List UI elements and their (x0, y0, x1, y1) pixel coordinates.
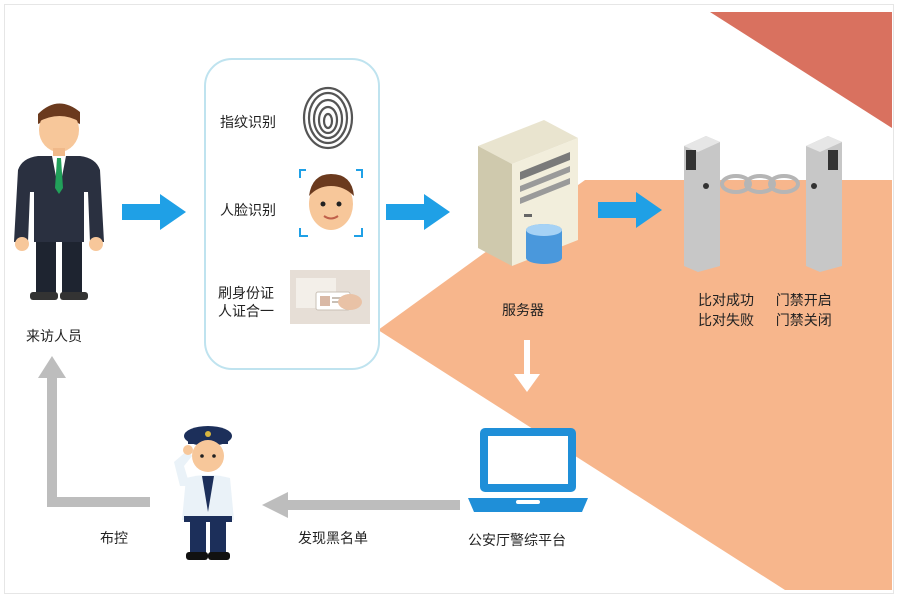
idcard-photo-icon (290, 270, 370, 324)
fingerprint-label: 指纹识别 (220, 114, 276, 130)
arrow-right-icon (122, 194, 186, 230)
arrow-right-icon (598, 192, 662, 228)
turnstile-gate-icon (684, 136, 842, 272)
compare-fail-text: 比对失败 (698, 312, 754, 328)
arrow-left-icon (262, 492, 460, 518)
arrow-down-icon (514, 340, 540, 392)
gate-status: 比对成功 门禁开启 比对失败 门禁关闭 (698, 290, 832, 330)
visitor-label: 来访人员 (26, 328, 82, 344)
idcard-label-line2: 人证合一 (218, 303, 274, 319)
blacklist-label: 发现黑名单 (298, 530, 368, 546)
server-label: 服务器 (502, 302, 544, 318)
face-label: 人脸识别 (220, 202, 276, 218)
arrow-right-icon (386, 194, 450, 230)
control-label: 布控 (100, 530, 128, 546)
peach-band (378, 180, 892, 590)
return-arrow-icon (38, 356, 150, 507)
gate-close-text: 门禁关闭 (775, 312, 832, 328)
idcard-label-line1: 刷身份证 (218, 285, 274, 301)
platform-label: 公安厅警综平台 (468, 532, 566, 548)
police-officer-icon (174, 426, 234, 560)
salmon-triangle (710, 12, 892, 128)
server-icon (478, 120, 578, 266)
gate-success-row: 比对成功 门禁开启 (698, 290, 832, 310)
gate-fail-row: 比对失败 门禁关闭 (698, 310, 832, 330)
visitor-icon (14, 103, 104, 300)
gate-open-text: 门禁开启 (775, 292, 832, 308)
idcard-label: 刷身份证 人证合一 (218, 284, 274, 320)
laptop-icon (468, 428, 588, 512)
face-scan-icon (299, 169, 363, 237)
compare-success-text: 比对成功 (698, 292, 754, 308)
fingerprint-icon (302, 86, 354, 150)
